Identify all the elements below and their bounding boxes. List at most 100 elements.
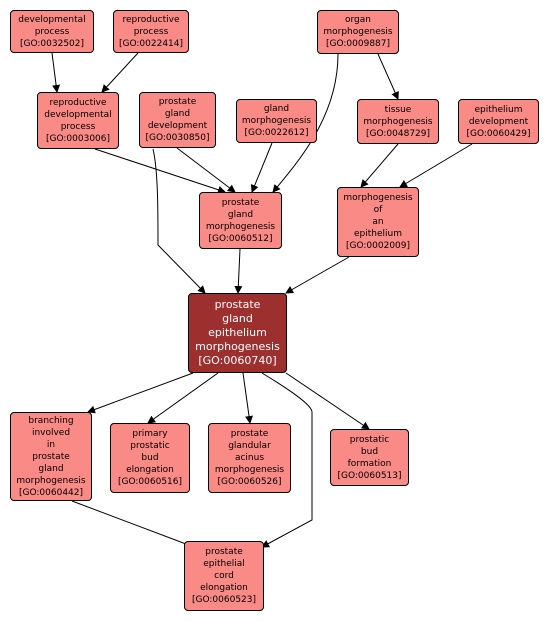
node-label-line: [GO:0060512] <box>208 233 273 244</box>
edge-tissue-morphogenesis-to-epithelium-morphogenesis <box>360 143 399 188</box>
node-label-line: process <box>34 26 70 37</box>
edge-reproductive-developmental-to-prostate-gland-morphogenesis <box>94 148 226 194</box>
edge-reproductive-to-reproductive-developmental <box>101 52 139 93</box>
node-label-line: morphogenesis <box>343 193 413 203</box>
node-label-line: elongation <box>126 465 174 475</box>
node-label-line: prostate <box>158 97 197 107</box>
node-label-line: elongation <box>200 583 248 593</box>
node-label-line: reproductive <box>49 97 107 108</box>
node-label-line: prostatic <box>130 441 170 451</box>
node-label-line: [GO:0048729] <box>365 128 431 139</box>
node-label-line: epithelium <box>474 104 523 115</box>
node-primary-prostatic-bud-elongation[interactable]: primary prostatic bud elongation [GO:0060516… <box>110 423 190 493</box>
node-label-line: gland <box>38 463 64 474</box>
node-organ-morphogenesis[interactable]: organ morphogenesis [GO:0009887] <box>317 10 399 54</box>
node-label-line: morphogenesis <box>16 475 86 486</box>
node-label-line: gland <box>164 109 191 119</box>
node-label-line: gland <box>227 209 254 220</box>
node-label-line: [GO:0060740] <box>198 354 277 367</box>
node-label-line: [GO:0003006] <box>45 133 111 144</box>
node-label-line: bud <box>141 453 159 463</box>
edge-focus-to-branching <box>87 372 194 414</box>
node-label-line: [GO:0002009] <box>345 241 411 251</box>
node-label-line: [GO:0022414] <box>118 38 184 49</box>
node-label-line: in <box>46 439 56 450</box>
node-label-line: [GO:0060429] <box>466 128 531 139</box>
edge-developmental-to-reproductive-developmental <box>51 52 61 93</box>
node-label-line: morphogenesis <box>363 116 433 127</box>
node-label-line: process <box>133 26 169 37</box>
edge-branching-to-cord-elongation <box>71 500 195 549</box>
node-prostate-gland-development[interactable]: prostate gland development [GO:0030850] <box>139 92 216 148</box>
node-label-line: prostate <box>230 429 269 439</box>
node-prostate-glandular-acinus-morphogenesis[interactable]: prostate glandular acinus morphogenesis [GO:… <box>208 423 291 493</box>
edge-reproductive-developmental-to-focus <box>152 148 206 294</box>
edge-prostate-gland-development-to-prostate-gland-morphogenesis <box>176 147 236 193</box>
node-gland-morphogenesis[interactable]: gland morphogenesis [GO:0022612] <box>236 99 317 143</box>
node-label-line: morphogenesis <box>214 465 285 475</box>
node-label-line: [GO:0060526] <box>217 477 282 487</box>
node-label-line: development <box>147 121 208 131</box>
edge-epithelium-development-to-epithelium-morphogenesis <box>399 143 473 188</box>
node-label-line: reproductive <box>122 14 180 25</box>
edge-prostate-gland-morphogenesis-to-focus <box>234 248 243 294</box>
node-label-line: [GO:0009887] <box>325 39 391 49</box>
node-label-line: epithelium <box>208 326 267 339</box>
node-label-line: gland <box>263 104 290 114</box>
node-prostate-epithelial-cord-elongation[interactable]: prostate epithelial cord elongation [GO:0060… <box>184 541 264 611</box>
node-label-line: [GO:0030850] <box>145 133 210 143</box>
node-label-line: formation <box>347 458 392 469</box>
node-label-line: epithelium <box>354 229 402 239</box>
node-label-line: gland <box>222 312 253 325</box>
node-label-line: [GO:0060513] <box>337 470 402 481</box>
node-label-line: [GO:0022612] <box>244 128 309 138</box>
node-label-line: developmental <box>18 14 86 25</box>
node-label-line: bud <box>360 446 379 457</box>
edge-organ-morphogenesis-to-tissue-morphogenesis <box>377 53 399 100</box>
node-label-line: of <box>373 205 383 215</box>
edge-focus-to-bud-formation <box>285 372 370 430</box>
node-label-line: prostate <box>221 197 260 208</box>
edge-gland-morphogenesis-to-prostate-gland-morphogenesis <box>250 142 273 193</box>
node-label-line: [GO:0060516] <box>117 477 183 487</box>
edge-epithelium-morphogenesis-to-focus <box>285 256 350 294</box>
node-label-line: [GO:0032502] <box>19 38 85 49</box>
node-label-line: primary <box>132 429 168 439</box>
node-label-line: prostate <box>32 451 70 462</box>
node-label-line: organ <box>345 15 371 25</box>
node-label-line: cord <box>214 571 234 581</box>
node-label-line: branching <box>28 415 74 426</box>
node-label-line: morphogenesis <box>323 27 393 37</box>
edge-focus-to-cord-elongation <box>261 372 313 548</box>
edge-focus-to-primary-bud <box>147 372 219 424</box>
node-label-line: [GO:0060523] <box>191 595 257 605</box>
node-label-line: acinus <box>234 453 265 463</box>
node-label-line: prostatic <box>349 434 390 445</box>
node-label-line: an <box>372 217 384 227</box>
node-label-line: involved <box>31 427 71 438</box>
node-label-line: process <box>60 121 96 132</box>
node-label-line: epithelial <box>203 559 245 569</box>
node-label-line: tissue <box>384 104 412 115</box>
node-label-line: [GO:0060442] <box>18 487 84 498</box>
edge-focus-to-acinus <box>242 372 253 424</box>
node-label-line: development <box>468 116 529 127</box>
node-label-line: glandular <box>228 441 271 451</box>
node-label-line: prostate <box>205 547 243 557</box>
node-morphogenesis-of-an-epithelium[interactable]: morphogenesis of an epithelium [GO:0002009] <box>337 187 419 257</box>
node-label-line: prostate <box>214 298 261 311</box>
node-label-line: morphogenesis <box>195 340 280 353</box>
node-label-line: developmental <box>44 109 112 120</box>
node-label-line: morphogenesis <box>205 221 276 232</box>
node-label-line: morphogenesis <box>241 116 312 126</box>
